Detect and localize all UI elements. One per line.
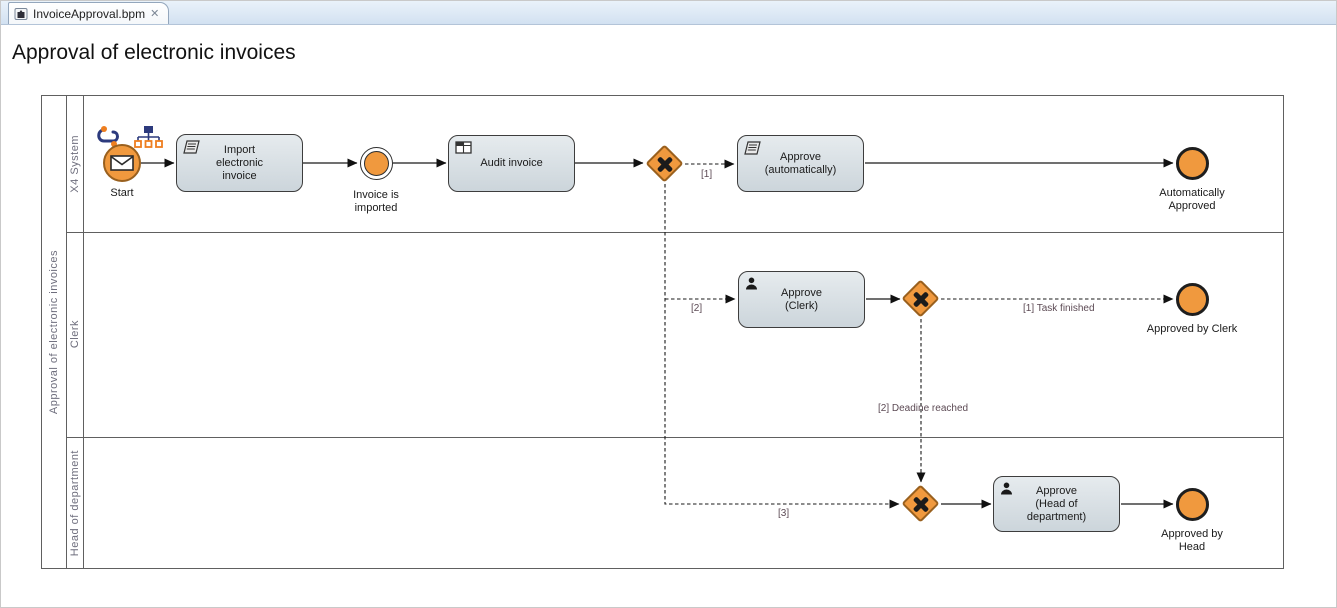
end-event-approved-by-head[interactable] xyxy=(1176,488,1209,521)
lane-header-column: X4 System Clerk Head of department xyxy=(66,96,84,568)
gateway-x-icon xyxy=(645,144,685,184)
org-chart-icon xyxy=(134,126,163,148)
end-event-label: Approved by Head xyxy=(1161,528,1223,553)
lane-divider-2 xyxy=(66,437,1283,438)
exclusive-gateway-3[interactable] xyxy=(901,484,941,524)
tab-invoice-approval[interactable]: InvoiceApproval.bpm ✕ xyxy=(8,2,170,24)
service-script-icon xyxy=(183,140,200,154)
edge-label-cond3: [3] xyxy=(778,508,790,519)
lane-clerk[interactable]: Clerk xyxy=(66,232,83,437)
tab-title: InvoiceApproval.bpm xyxy=(33,6,146,21)
task-approve-automatically[interactable]: Approve (automatically) xyxy=(737,135,864,192)
gateway-x-icon xyxy=(901,484,941,524)
gateway-x-icon xyxy=(901,279,941,319)
message-envelope-icon xyxy=(110,155,134,171)
intermediate-event-inner-ring xyxy=(364,151,389,176)
page-title: Approval of electronic invoices xyxy=(12,41,296,64)
tab-close-icon[interactable]: ✕ xyxy=(150,7,160,20)
pool-label: Approval of electronic invoices xyxy=(48,249,60,415)
task-audit-invoice[interactable]: Audit invoice xyxy=(448,135,575,192)
task-import-electronic-invoice[interactable]: Import electronic invoice xyxy=(176,134,303,192)
lane-head-of-department[interactable]: Head of department xyxy=(66,437,83,570)
pool-header[interactable]: Approval of electronic invoices xyxy=(42,96,67,568)
service-script-icon xyxy=(744,141,761,155)
editor-tabbar: InvoiceApproval.bpm ✕ xyxy=(1,1,1336,25)
edge-label-cond2: [2] xyxy=(691,303,703,314)
table-icon xyxy=(455,141,472,154)
end-event-label: Approved by Clerk xyxy=(1146,323,1238,335)
lane-clerk-label: Clerk xyxy=(68,320,81,349)
person-icon xyxy=(1001,482,1012,495)
lane-x4-system-label: X4 System xyxy=(68,135,81,193)
start-overlay-icons xyxy=(97,126,163,148)
edge-label-cond1: [1] xyxy=(701,169,713,180)
task-approve-clerk[interactable]: Approve (Clerk) xyxy=(738,271,865,328)
intermediate-event-invoice-imported[interactable] xyxy=(360,147,393,180)
start-event-label: Start xyxy=(110,187,134,199)
task-label: Approve (automatically) xyxy=(764,150,837,176)
task-label: Approve (Clerk) xyxy=(781,286,822,312)
exclusive-gateway-2[interactable] xyxy=(901,279,941,319)
intermediate-event-label: Invoice is imported xyxy=(353,189,399,214)
edge-label-task-finished: [1] Task finished xyxy=(1023,303,1095,314)
edge-label-deadline-reached: [2] Deadine reached xyxy=(878,403,969,414)
person-icon xyxy=(746,277,757,290)
end-event-automatically-approved[interactable] xyxy=(1176,147,1209,180)
task-approve-head-of-department[interactable]: Approve (Head of department) xyxy=(993,476,1120,532)
lane-divider-1 xyxy=(66,232,1283,233)
start-event[interactable] xyxy=(103,144,141,182)
bpm-file-icon xyxy=(14,7,28,20)
lane-x4-system[interactable]: X4 System xyxy=(66,96,83,232)
lane-head-label: Head of department xyxy=(68,450,81,557)
process-path-icon xyxy=(97,126,119,147)
task-label: Approve (Head of department) xyxy=(1026,484,1087,523)
exclusive-gateway-1[interactable] xyxy=(645,144,685,184)
end-event-approved-by-clerk[interactable] xyxy=(1176,283,1209,316)
task-label: Import electronic invoice xyxy=(215,143,264,182)
end-event-label: Automatically Approved xyxy=(1159,187,1225,212)
task-label: Audit invoice xyxy=(480,157,543,169)
